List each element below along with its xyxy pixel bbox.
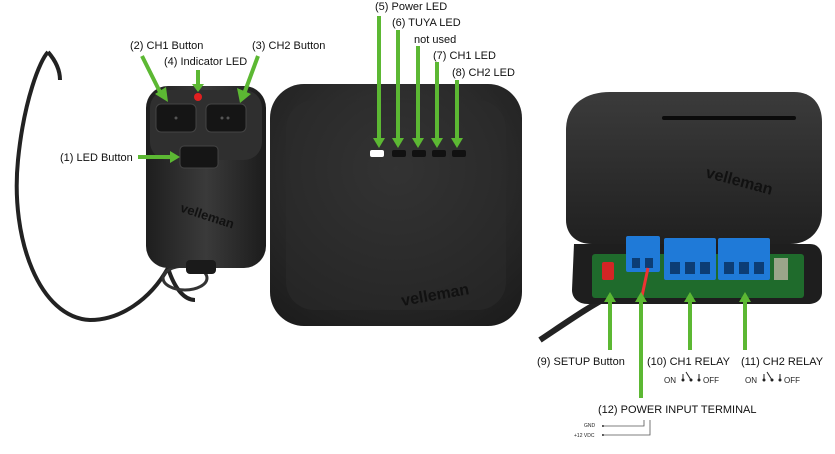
- label-ch2-led: (8) CH2 LED: [452, 67, 515, 79]
- power-wiring-symbol: GND +12 VDC: [574, 420, 651, 439]
- callout-labels: (2) CH1 Button (3) CH2 Button (4) Indica…: [60, 1, 824, 416]
- label-ch2-relay: (11) CH2 RELAY: [741, 356, 824, 368]
- lanyard-strap: [14, 50, 170, 323]
- ch2-switch-on: ON: [745, 376, 757, 385]
- label-power-led: (5) Power LED: [375, 1, 447, 13]
- label-indicator-led: (4) Indicator LED: [164, 56, 247, 68]
- ch2-button[interactable]: [205, 103, 247, 133]
- remote-control: velleman: [14, 50, 266, 323]
- label-setup-button: (9) SETUP Button: [537, 356, 625, 368]
- label-ch2-button: (3) CH2 Button: [252, 40, 325, 52]
- power-terminal: [626, 236, 660, 272]
- label-ch1-relay: (10) CH1 RELAY: [647, 356, 731, 368]
- label-power-input: (12) POWER INPUT TERMINAL: [598, 404, 757, 416]
- gnd-label: GND: [584, 423, 596, 429]
- power-led: [370, 150, 384, 157]
- receiver-open: velleman: [538, 92, 822, 343]
- receiver-front: velleman: [270, 84, 522, 326]
- label-tuya-note: not used: [414, 34, 456, 46]
- indicator-led: [194, 93, 202, 101]
- ch1-switch-off: OFF: [703, 376, 719, 385]
- receiver-lid: [566, 92, 822, 244]
- setup-button[interactable]: [602, 262, 614, 280]
- label-tuya-led: (6) TUYA LED: [392, 17, 461, 29]
- ch1-switch-on: ON: [664, 376, 676, 385]
- ch1-led: [412, 150, 426, 157]
- ch2-led: [432, 150, 446, 157]
- tuya-led: [392, 150, 406, 157]
- ch2-relay-switch-symbol: ON OFF: [745, 371, 800, 385]
- label-led-button: (1) LED Button: [60, 152, 133, 164]
- ch2-switch-off: OFF: [784, 376, 800, 385]
- led-button[interactable]: [179, 145, 219, 169]
- callout-arrows: [138, 16, 751, 398]
- label-ch1-button: (2) CH1 Button: [130, 40, 203, 52]
- vdc-label: +12 VDC: [574, 433, 595, 439]
- label-ch1-led: (7) CH1 LED: [433, 50, 496, 62]
- ch1-relay-switch-symbol: ON OFF: [664, 371, 719, 385]
